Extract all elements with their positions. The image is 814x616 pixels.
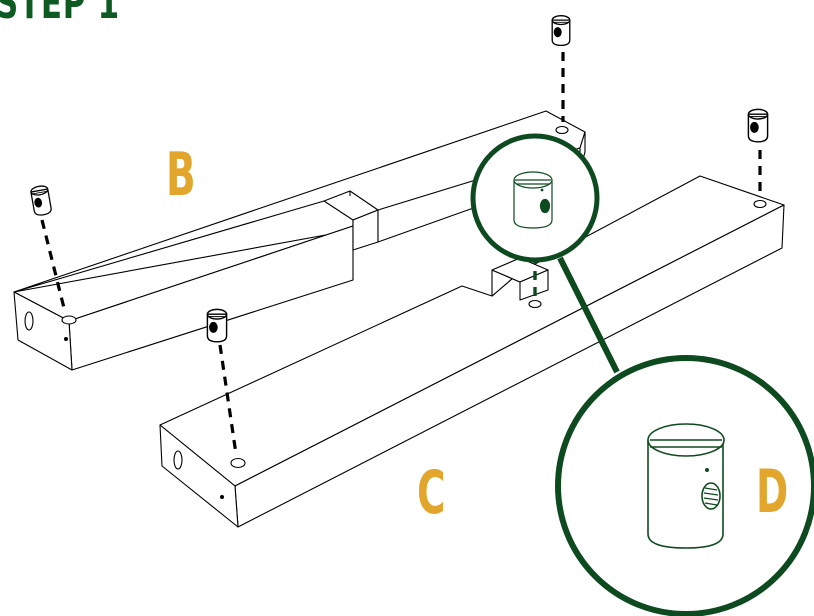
step-title: STEP 1 (0, 0, 120, 29)
callout-connector-line (557, 256, 620, 374)
board-c (159, 175, 785, 528)
callout-magnifier (470, 133, 814, 616)
part-label-c: C (417, 458, 446, 528)
cross-dowel-nut-icon (551, 14, 571, 47)
cross-dowel-nut-icon (513, 171, 553, 229)
part-label-d: D (756, 457, 789, 527)
board-c-end-face (159, 424, 239, 528)
board-b (13, 110, 586, 371)
guide-line-c-left (218, 344, 238, 455)
cross-dowel-nut-icon (29, 184, 53, 217)
cross-dowel-nut-icon (747, 108, 769, 143)
cross-dowel-nut-icon (647, 423, 725, 549)
part-label-b: B (166, 140, 196, 210)
cross-dowel-nut-icon (206, 308, 228, 343)
